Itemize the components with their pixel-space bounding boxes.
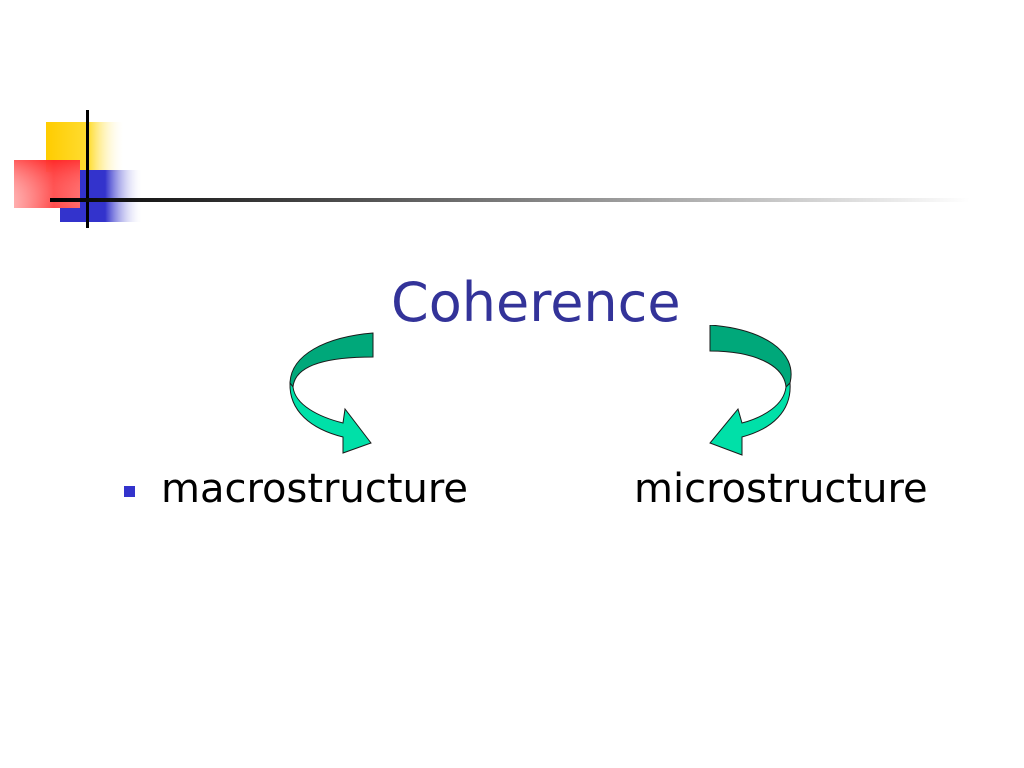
square-bullet-icon — [124, 486, 135, 497]
curved-arrow-down-right-icon — [289, 332, 374, 454]
term-macrostructure: macrostructure — [161, 466, 469, 512]
slide-title: Coherence — [391, 271, 681, 334]
term-microstructure: microstructure — [634, 466, 928, 512]
slide-corner-decoration — [14, 110, 970, 228]
curved-arrow-down-left-icon — [709, 325, 792, 456]
